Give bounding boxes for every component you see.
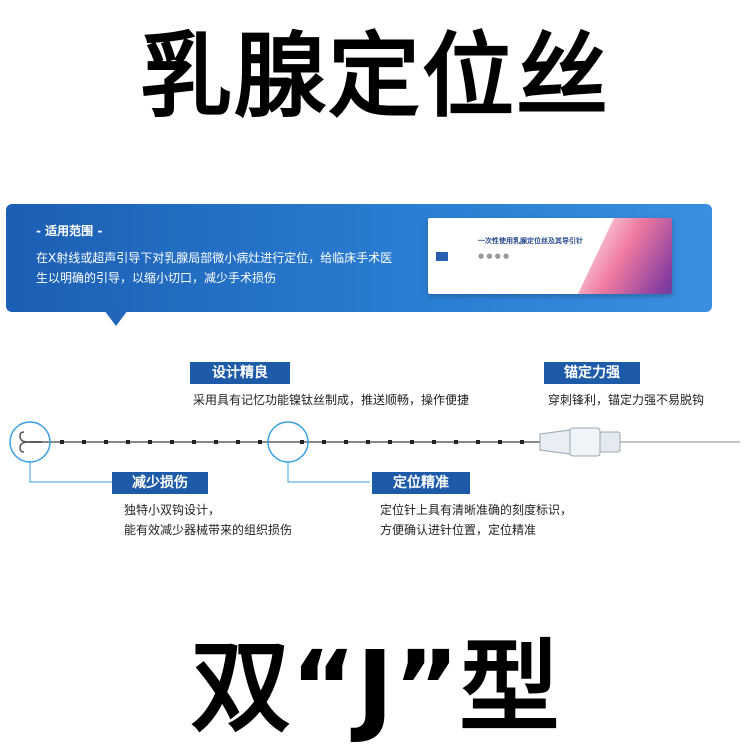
desc-position-1: 定位针上具有清晰准确的刻度标识， (380, 503, 573, 517)
needle-hub (539, 427, 621, 457)
desc-design: 采用具有记忆功能镍钛丝制成，推送顺畅，操作便捷 (193, 393, 470, 407)
box-product-name: 一次性使用乳腺定位丝及其导引针 (478, 237, 583, 245)
box-icons: ● ● ● ● (478, 252, 510, 260)
page-title: 乳腺定位丝 (139, 23, 610, 130)
desc-reduce-1: 独特小双钩设计， (124, 503, 221, 517)
callout-line-reduce (29, 462, 115, 483)
j-hook-upper (19, 431, 42, 443)
scope-title: - 适用范围 - (36, 224, 103, 238)
desc-position-2: 方便确认进针位置，定位精准 (380, 523, 537, 537)
scale-marks (60, 440, 524, 444)
callout-line-position (287, 462, 370, 483)
banner-pointer (104, 310, 128, 326)
label-reduce: 减少损伤 (112, 472, 208, 494)
scope-text: 在X射线或超声引导下对乳腺局部微小病灶进行定位，给临床手术医生以明确的引导，以缩… (36, 251, 393, 285)
label-design: 设计精良 (190, 362, 290, 384)
box-tag (436, 252, 448, 261)
needle-illustration (9, 421, 740, 483)
desc-anchor: 穿刺锋利，锚定力强不易脱钩 (548, 393, 705, 407)
desc-reduce-2: 能有效减少器械带来的组织损伤 (124, 523, 293, 537)
hook-type-title: 双“J”型 (190, 629, 560, 746)
j-hook-lower (19, 441, 42, 453)
box-swoosh (578, 218, 672, 294)
label-position: 定位精准 (372, 472, 470, 494)
label-anchor: 锚定力强 (544, 362, 640, 384)
product-box-image: 一次性使用乳腺定位丝及其导引针 ● ● ● ● (428, 218, 672, 294)
